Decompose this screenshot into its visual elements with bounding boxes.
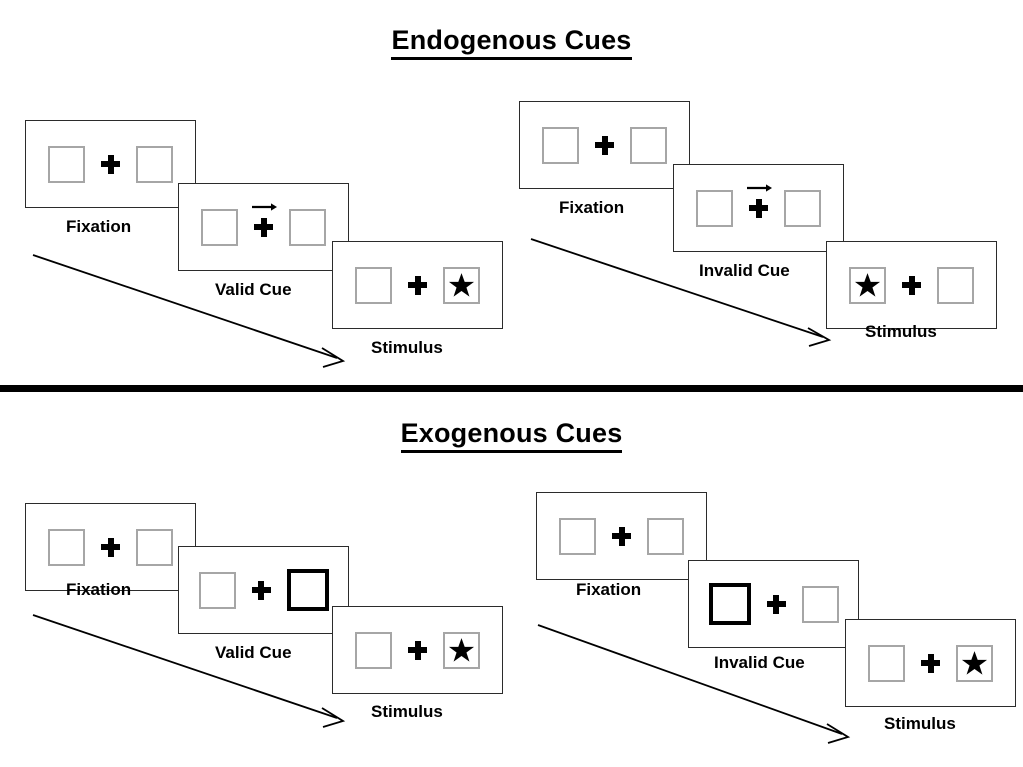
placeholder-box-left (48, 528, 85, 566)
cued-box-right (286, 569, 329, 611)
placeholder-box-left (48, 145, 85, 183)
placeholder-box-left (355, 631, 392, 669)
placeholder-box-left (201, 208, 238, 246)
time-arrow-icon (32, 614, 346, 728)
placeholder-box-right (289, 208, 326, 246)
placeholder-box-left (696, 189, 733, 227)
fixation-cross-icon (251, 580, 271, 600)
section-title-endogenous: Endogenous Cues (0, 25, 1023, 60)
placeholder-box-left (542, 126, 579, 164)
caption-endogenous-invalid-stimulus: Stimulus (865, 322, 937, 341)
fixation-cross-icon (766, 594, 786, 614)
caption-exogenous-invalid-stimulus: Stimulus (884, 714, 956, 733)
star-icon (448, 272, 475, 297)
fixation-cross-icon (595, 135, 614, 155)
arrow-right-icon (251, 202, 277, 211)
caption-endogenous-invalid-fixation: Fixation (559, 198, 625, 217)
time-arrow-icon (32, 254, 346, 368)
fixation-cross-icon (902, 275, 921, 295)
fixation-cross-icon (251, 202, 277, 237)
placeholder-box-right (443, 266, 480, 304)
frame-exogenous-valid-cue (178, 546, 349, 634)
cued-box-left (708, 583, 751, 625)
frame-endogenous-invalid-cue (673, 164, 844, 252)
placeholder-box-left (849, 266, 886, 304)
placeholder-box-right (136, 145, 173, 183)
placeholder-box-left (355, 266, 392, 304)
section-title-exogenous-text: Exogenous Cues (400, 418, 623, 453)
star-icon (448, 637, 475, 662)
fixation-cross-icon (612, 526, 631, 546)
section-title-exogenous: Exogenous Cues (0, 418, 1023, 453)
placeholder-box-right (443, 631, 480, 669)
frame-endogenous-valid-cue (178, 183, 349, 271)
placeholder-box-right (937, 266, 974, 304)
caption-exogenous-valid-fixation: Fixation (66, 580, 132, 599)
time-arrow-icon (530, 238, 832, 347)
placeholder-box-left (559, 517, 596, 555)
caption-exogenous-valid-stimulus: Stimulus (371, 702, 443, 721)
caption-exogenous-invalid-fixation: Fixation (576, 580, 642, 599)
placeholder-box-right (801, 585, 839, 623)
frame-exogenous-invalid-stimulus (845, 619, 1016, 707)
caption-exogenous-valid-cue: Valid Cue (215, 643, 292, 662)
section-divider (0, 385, 1023, 392)
placeholder-box-left (198, 571, 236, 609)
section-title-endogenous-text: Endogenous Cues (391, 25, 632, 60)
frame-exogenous-valid-stimulus (332, 606, 503, 694)
placeholder-box-right (647, 517, 684, 555)
arrow-right-icon (746, 183, 772, 192)
frame-endogenous-valid-fixation (25, 120, 196, 208)
frame-exogenous-invalid-cue (688, 560, 859, 648)
star-icon (961, 650, 988, 675)
placeholder-box-right (136, 528, 173, 566)
frame-endogenous-invalid-fixation (519, 101, 690, 189)
placeholder-box-right (784, 189, 821, 227)
frame-endogenous-invalid-stimulus (826, 241, 997, 329)
fixation-cross-icon (921, 653, 940, 673)
frame-exogenous-valid-fixation (25, 503, 196, 591)
caption-endogenous-valid-cue: Valid Cue (215, 280, 292, 299)
placeholder-box-right (630, 126, 667, 164)
caption-endogenous-valid-stimulus: Stimulus (371, 338, 443, 357)
fixation-cross-icon (408, 640, 427, 660)
caption-endogenous-valid-fixation: Fixation (66, 217, 132, 236)
placeholder-box-left (868, 644, 905, 682)
frame-exogenous-invalid-fixation (536, 492, 707, 580)
fixation-cross-icon (101, 154, 120, 174)
caption-exogenous-invalid-cue: Invalid Cue (714, 653, 805, 672)
placeholder-box-right (956, 644, 993, 682)
fixation-cross-icon (408, 275, 427, 295)
fixation-cross-icon (101, 537, 120, 557)
time-arrow-icon (537, 624, 851, 744)
caption-endogenous-invalid-cue: Invalid Cue (699, 261, 790, 280)
frame-endogenous-valid-stimulus (332, 241, 503, 329)
fixation-cross-icon (746, 183, 772, 218)
star-icon (854, 272, 881, 297)
